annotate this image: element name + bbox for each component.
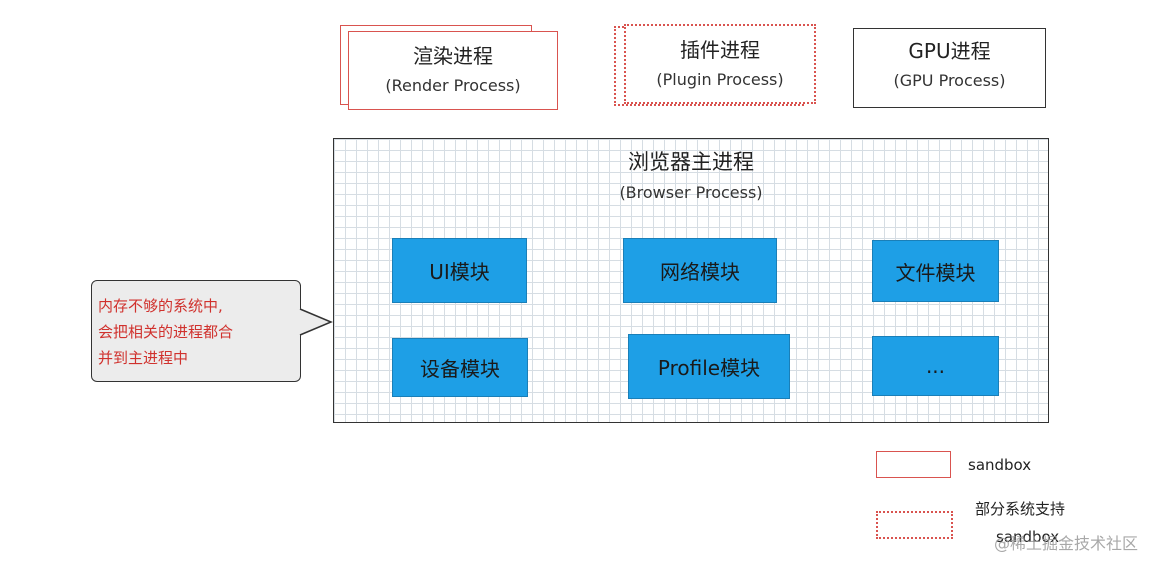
plugin-process-title: 插件进程 xyxy=(680,38,760,62)
module-network: 网络模块 xyxy=(623,238,777,303)
browser-process-title: 浏览器主进程 xyxy=(628,150,754,174)
module-device: 设备模块 xyxy=(392,338,528,397)
module-profile: Profile模块 xyxy=(628,334,790,399)
watermark-text: @稀土掘金技术社区 xyxy=(994,534,1139,553)
browser-process-box: 浏览器主进程 (Browser Process) UI模块 网络模块 文件模块 … xyxy=(333,138,1049,423)
gpu-process-title: GPU进程 xyxy=(908,39,991,63)
plugin-process-box: 插件进程 (Plugin Process) xyxy=(624,24,816,104)
legend-partial-sandbox-label-line2: sandbox xyxy=(996,528,1060,546)
legend-partial-sandbox-swatch xyxy=(876,511,953,539)
module-file: 文件模块 xyxy=(872,240,999,302)
gpu-process-subtitle: (GPU Process) xyxy=(893,71,1006,90)
browser-process-subtitle: (Browser Process) xyxy=(619,183,763,202)
callout-text: 内存不够的系统中, 会把相关的进程都合 并到主进程中 xyxy=(98,297,234,367)
module-more: ... xyxy=(872,336,999,396)
module-ui: UI模块 xyxy=(392,238,527,303)
gpu-process-box: GPU进程 (GPU Process) xyxy=(853,28,1046,108)
legend-partial-sandbox-label-line1: 部分系统支持 xyxy=(975,500,1066,518)
render-process-subtitle: (Render Process) xyxy=(385,76,521,95)
legend-sandbox-swatch xyxy=(876,451,951,478)
callout-bubble: 内存不够的系统中, 会把相关的进程都合 并到主进程中 xyxy=(91,280,301,382)
render-process-box: 渲染进程 (Render Process) xyxy=(348,31,558,110)
render-process-title: 渲染进程 xyxy=(413,44,493,68)
plugin-process-subtitle: (Plugin Process) xyxy=(656,70,784,89)
legend-sandbox-label: sandbox xyxy=(968,456,1032,474)
callout-tail xyxy=(299,308,333,336)
